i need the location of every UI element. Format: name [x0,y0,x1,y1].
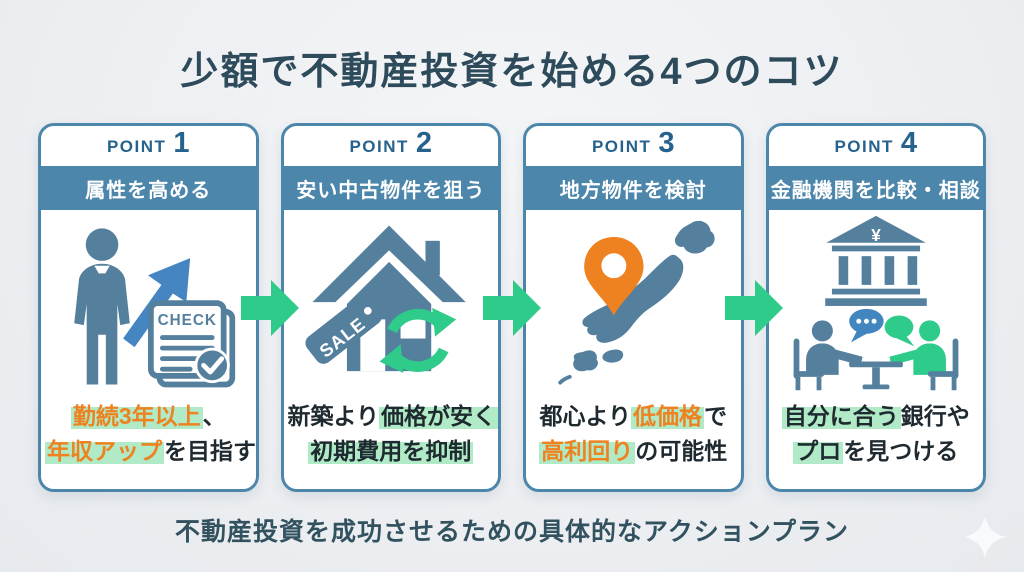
description-line: 自分に合う銀行や [773,399,980,434]
description-line: プロを見つける [773,434,980,469]
description-segment: 高利回り [539,438,636,464]
point-header: POINT 1 [41,126,256,166]
description-line: 高利回りの可能性 [530,434,737,469]
point-card-4: POINT 4 金融機関を比較・相談 ¥ [765,123,986,492]
point-heading: 地方物件を検討 [526,166,741,210]
point-label: POINT [834,137,894,156]
description-segment: 初期費用を抑制 [308,438,474,464]
flow-arrow-icon [725,280,783,336]
point-description: 都心より低価格で高利回りの可能性 [526,399,741,489]
description-segment: 新築より [287,403,380,429]
point-card-3: POINT 3 地方物件を検討 都心より低価格で高利回りの可能性 [523,123,744,492]
description-segment: 銀行や [900,403,970,429]
bank-consultation-icon: ¥ [769,210,984,399]
description-line: 都心より低価格で [530,399,737,434]
point-number: 1 [173,127,190,159]
point-label: POINT [591,137,652,156]
businessman-growth-check-icon: CHECK [41,210,256,399]
flow-arrow-icon [483,280,541,336]
point-heading: 金融機関を比較・相談 [768,166,983,210]
description-segment: を目指す [164,438,256,464]
points-row: POINT 1 属性を高める CHECK 勤続3年以上、年収アッ [38,123,986,492]
description-segment: 勤続3年以上 [70,403,203,429]
page-title: 少額で不動産投資を始める4つのコツ [180,51,844,93]
japan-map-pin-icon [526,210,741,399]
description-segment: の可能性 [635,438,728,464]
point-label: POINT [106,137,167,156]
point-header: POINT 3 [526,126,741,166]
point-number: 2 [415,127,433,159]
point-heading: 属性を高める [41,166,256,210]
yen-symbol: ¥ [871,224,881,244]
check-label: CHECK [158,312,217,329]
description-segment: 都心より [539,403,632,429]
description-segment: で [704,403,728,429]
flow-arrow-icon [241,280,299,336]
sparkle-icon [964,516,1006,558]
point-header: POINT 2 [284,126,499,166]
description-segment: 、 [202,403,226,429]
point-header: POINT 4 [769,126,984,166]
description-line: 新築より価格が安く [287,399,499,434]
point-label: POINT [349,137,409,156]
description-segment: プロ [793,438,844,464]
point-description: 新築より価格が安く初期費用を抑制 [284,399,499,489]
point-card-2: POINT 2 安い中古物件を狙う SALE 新築よ [280,123,501,492]
point-heading: 安い中古物件を狙う [283,166,498,210]
point-number: 3 [658,127,675,159]
description-segment: 低価格 [631,403,705,429]
point-card-1: POINT 1 属性を高める CHECK 勤続3年以上、年収アッ [38,123,259,492]
house-sale-recycle-icon: SALE [284,210,499,399]
footer-caption: 不動産投資を成功させるための具体的なアクションプラン [174,518,849,546]
description-line: 勤続3年以上、 [45,399,252,434]
point-description: 勤続3年以上、年収アップを目指す [41,399,256,489]
description-segment: を見つける [843,438,959,464]
point-description: 自分に合う銀行やプロを見つける [769,399,984,489]
description-line: 年収アップを目指す [45,434,256,469]
description-segment: 価格が安く [379,403,499,429]
point-number: 4 [900,127,918,159]
description-segment: 年収アップ [45,438,164,464]
description-line: 初期費用を抑制 [288,434,495,469]
description-segment: 自分に合う [781,403,901,429]
